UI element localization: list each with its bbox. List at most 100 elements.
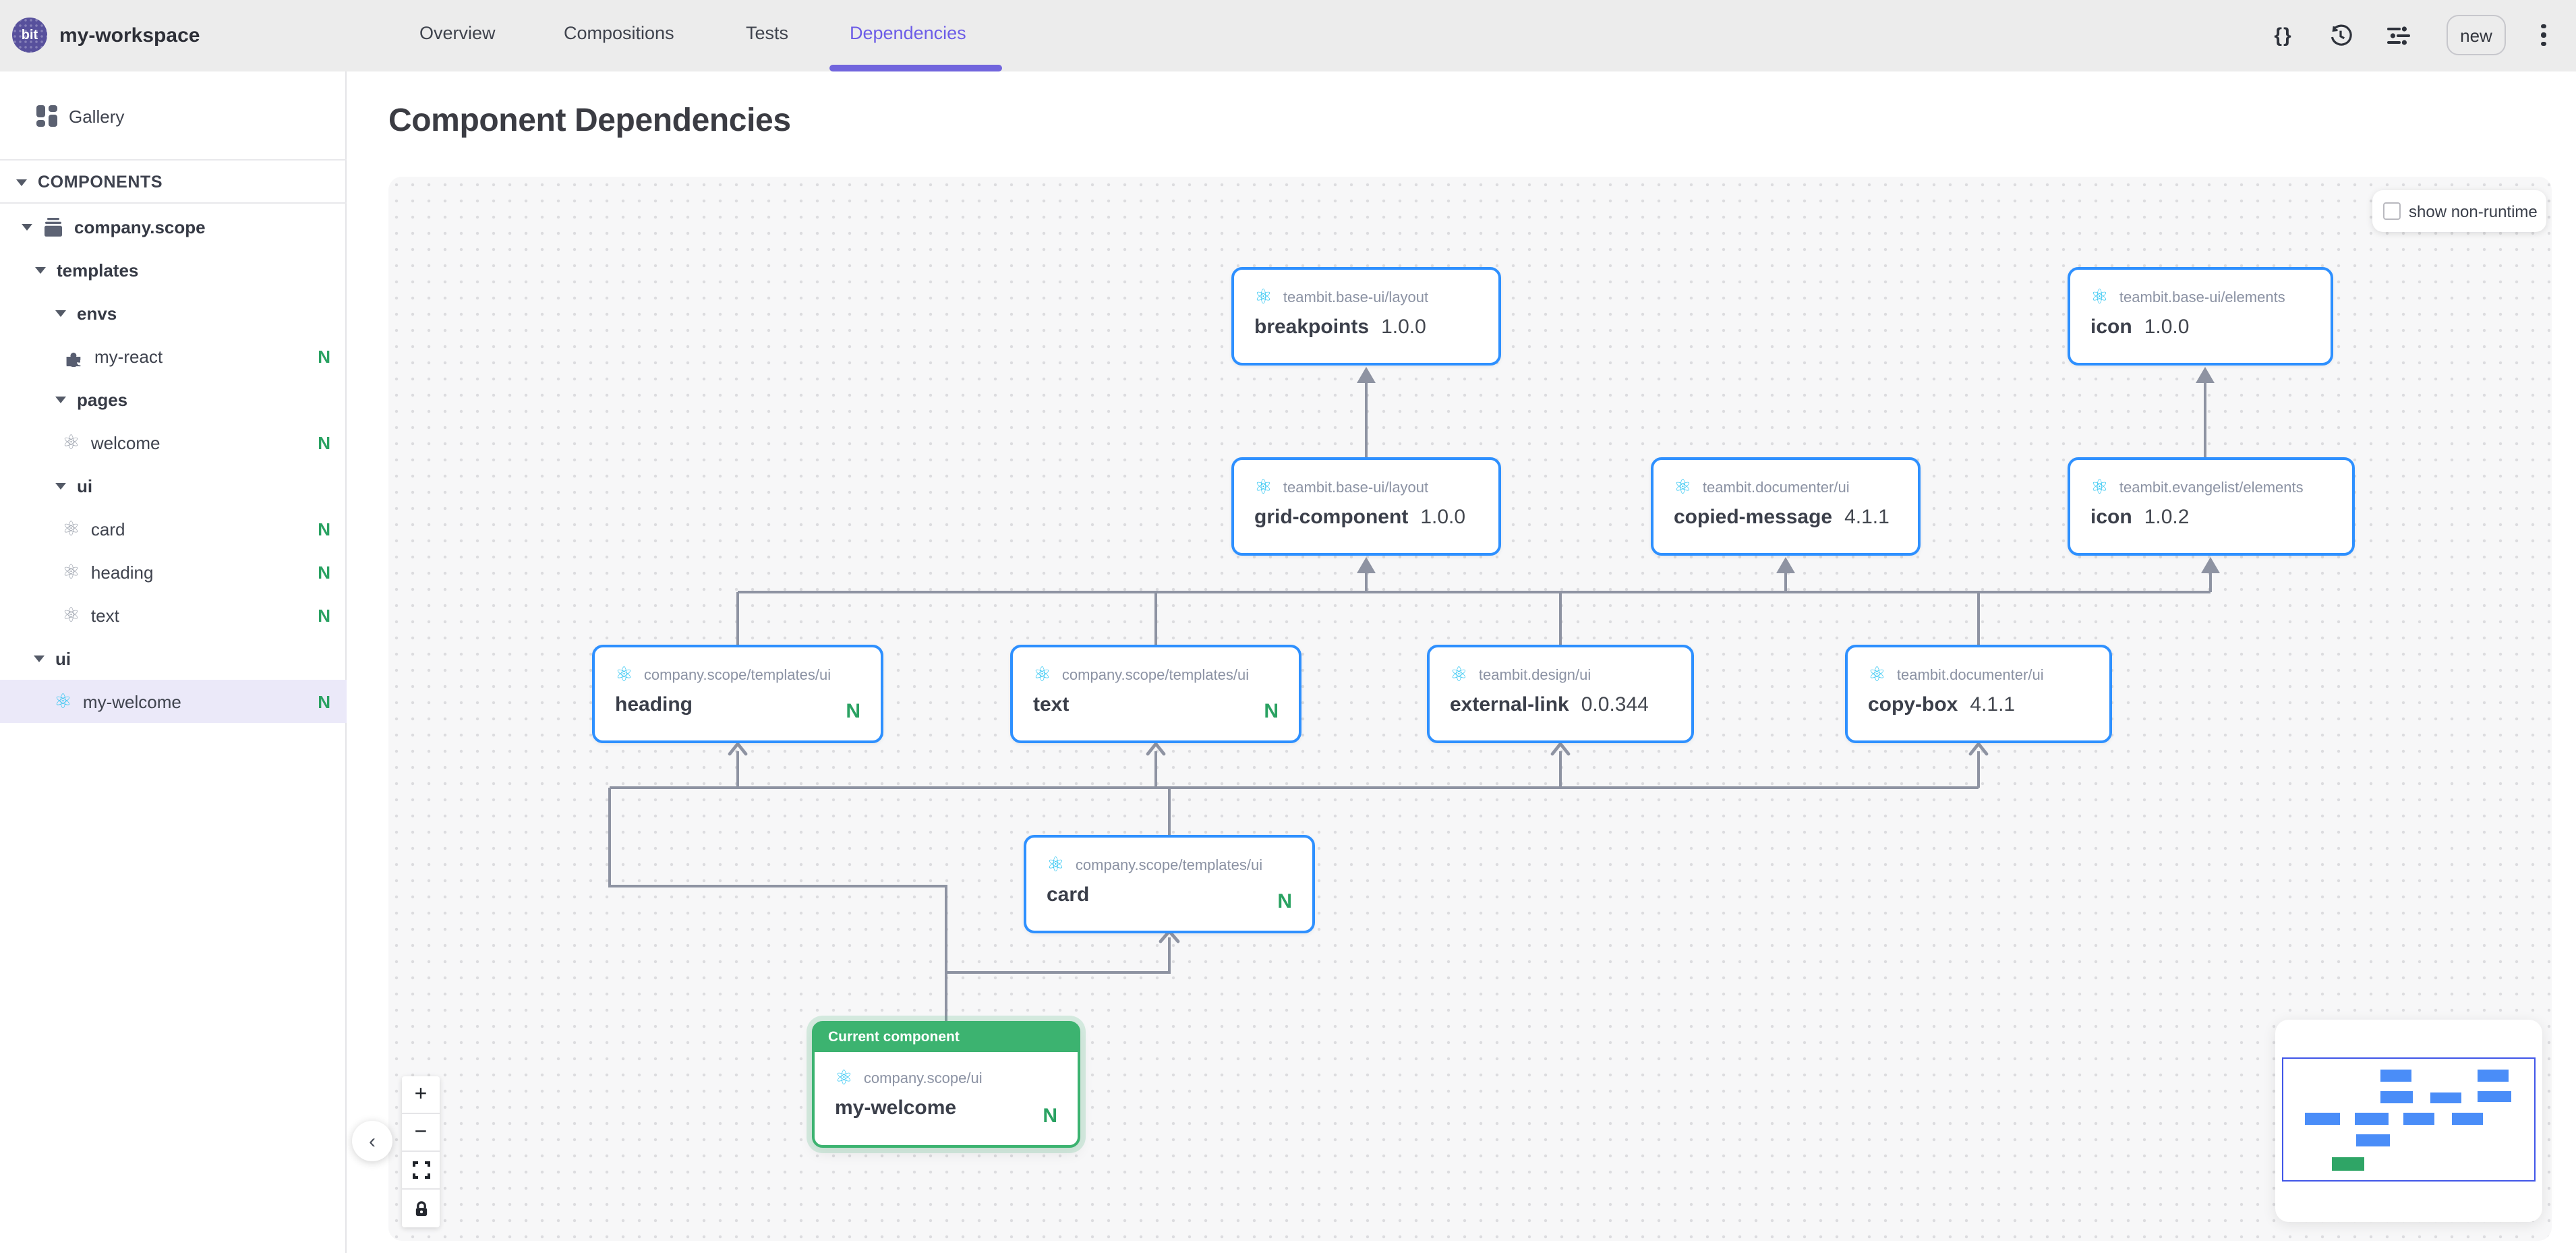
chevron-down-icon bbox=[35, 266, 46, 273]
node-scope: teambit.evangelist/elements bbox=[2119, 479, 2304, 496]
new-button[interactable]: new bbox=[2447, 15, 2506, 55]
more-vertical-icon[interactable] bbox=[2533, 19, 2554, 51]
new-badge: N bbox=[318, 519, 330, 539]
tab-tests[interactable]: Tests bbox=[746, 23, 789, 43]
components-section-label: COMPONENTS bbox=[38, 173, 163, 192]
node-name: my-welcome bbox=[835, 1097, 957, 1119]
node-scope: company.scope/templates/ui bbox=[1075, 857, 1263, 873]
react-icon: ⚛ bbox=[1674, 475, 1692, 499]
tree-item-envs[interactable]: envs bbox=[0, 291, 347, 334]
lock-button[interactable] bbox=[402, 1190, 440, 1227]
tree-item-my-welcome-selected[interactable]: ⚛ my-welcome N bbox=[0, 680, 347, 723]
tree-item-label: card bbox=[90, 519, 125, 539]
chevron-down-icon bbox=[16, 179, 27, 185]
tree-item-label: templates bbox=[57, 260, 139, 280]
graph-node-heading[interactable]: ⚛company.scope/templates/ui heading N bbox=[592, 645, 883, 743]
chevron-down-icon bbox=[34, 655, 45, 662]
scope-box-icon bbox=[43, 216, 63, 237]
divider bbox=[0, 159, 347, 161]
tree-item-label: welcome bbox=[90, 432, 160, 453]
fit-view-button[interactable] bbox=[402, 1152, 440, 1190]
graph-node-my-welcome-current[interactable]: Current component ⚛company.scope/ui my-w… bbox=[812, 1021, 1080, 1148]
react-icon: ⚛ bbox=[62, 430, 80, 454]
node-scope: teambit.base-ui/layout bbox=[1283, 289, 1429, 305]
node-scope: teambit.documenter/ui bbox=[1896, 667, 2044, 683]
node-name: copy-box bbox=[1868, 693, 1958, 716]
react-icon: ⚛ bbox=[1254, 475, 1272, 499]
tab-compositions[interactable]: Compositions bbox=[564, 23, 674, 43]
react-icon: ⚛ bbox=[62, 559, 80, 583]
show-non-runtime-label: show non-runtime bbox=[2409, 202, 2538, 221]
sidebar-collapse-button[interactable]: ‹ bbox=[352, 1121, 392, 1161]
minimap-viewport[interactable] bbox=[2282, 1057, 2536, 1182]
chevron-down-icon bbox=[55, 310, 66, 316]
tree-item-templates[interactable]: templates bbox=[0, 248, 347, 291]
node-version: 1.0.0 bbox=[1420, 506, 1466, 529]
chevron-down-icon bbox=[55, 482, 66, 489]
node-name: card bbox=[1047, 883, 1090, 906]
node-scope: teambit.base-ui/layout bbox=[1283, 479, 1429, 496]
tree-item-card[interactable]: ⚛ card N bbox=[0, 507, 347, 550]
workspace-name: my-workspace bbox=[59, 24, 200, 47]
tree-item-label: my-welcome bbox=[82, 691, 181, 711]
show-non-runtime-toggle[interactable]: show non-runtime bbox=[2372, 190, 2546, 232]
history-icon[interactable] bbox=[2324, 19, 2356, 51]
tree-item-label: text bbox=[90, 605, 119, 625]
show-non-runtime-checkbox[interactable] bbox=[2383, 202, 2401, 220]
bit-logo-text: bit bbox=[21, 28, 38, 42]
tab-overview[interactable]: Overview bbox=[419, 23, 496, 43]
sidebar: Gallery COMPONENTS company.scope templat… bbox=[0, 71, 347, 1253]
tree-item-label: heading bbox=[90, 562, 154, 582]
active-tab-underline bbox=[829, 65, 1002, 71]
node-version: 4.1.1 bbox=[1844, 506, 1890, 529]
tree-item-ui-2[interactable]: ui bbox=[0, 637, 347, 680]
node-version: 0.0.344 bbox=[1581, 693, 1649, 716]
react-icon: ⚛ bbox=[2090, 285, 2109, 309]
react-icon: ⚛ bbox=[54, 689, 72, 713]
react-icon: ⚛ bbox=[1868, 662, 1886, 687]
tab-dependencies[interactable]: Dependencies bbox=[850, 23, 966, 43]
tree-item-label: envs bbox=[77, 303, 117, 323]
tree-item-my-react[interactable]: my-react N bbox=[0, 334, 347, 378]
zoom-in-button[interactable]: + bbox=[402, 1076, 440, 1114]
tree-item-ui[interactable]: ui bbox=[0, 464, 347, 507]
node-scope: company.scope/templates/ui bbox=[643, 667, 831, 683]
node-scope: teambit.documenter/ui bbox=[1702, 479, 1850, 496]
new-badge: N bbox=[1277, 890, 1292, 913]
tree-item-text[interactable]: ⚛ text N bbox=[0, 593, 347, 637]
chevron-down-icon bbox=[22, 223, 32, 230]
graph-node-text[interactable]: ⚛company.scope/templates/ui text N bbox=[1010, 645, 1301, 743]
sidebar-item-gallery[interactable]: Gallery bbox=[0, 94, 347, 138]
current-component-header: Current component bbox=[815, 1024, 1078, 1052]
filter-sliders-icon[interactable] bbox=[2382, 19, 2414, 51]
code-braces-icon[interactable]: {} bbox=[2274, 24, 2293, 47]
gallery-label: Gallery bbox=[69, 106, 125, 126]
tree-item-company-scope[interactable]: company.scope bbox=[0, 205, 347, 248]
node-name: icon bbox=[2090, 506, 2132, 529]
bit-logo[interactable]: bit bbox=[12, 18, 47, 53]
tree-item-welcome[interactable]: ⚛ welcome N bbox=[0, 421, 347, 464]
components-section-header[interactable]: COMPONENTS bbox=[0, 161, 347, 204]
tree-item-heading[interactable]: ⚛ heading N bbox=[0, 550, 347, 593]
tree-item-pages[interactable]: pages bbox=[0, 378, 347, 421]
node-name: external-link bbox=[1450, 693, 1569, 716]
minimap[interactable] bbox=[2275, 1020, 2542, 1222]
zoom-out-button[interactable]: − bbox=[402, 1114, 440, 1152]
chevron-down-icon bbox=[55, 396, 66, 403]
node-name: text bbox=[1033, 693, 1070, 716]
node-name: icon bbox=[2090, 316, 2132, 339]
graph-node-card[interactable]: ⚛company.scope/templates/ui card N bbox=[1024, 835, 1315, 933]
node-version: 1.0.2 bbox=[2144, 506, 2190, 529]
new-badge: N bbox=[318, 432, 330, 453]
node-scope: company.scope/templates/ui bbox=[1061, 667, 1250, 683]
new-badge: N bbox=[318, 605, 330, 625]
